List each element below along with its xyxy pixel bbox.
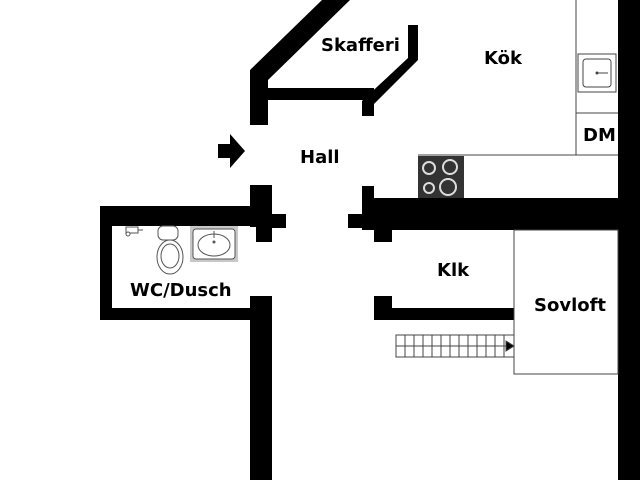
room-label-kok: Kök bbox=[484, 48, 523, 69]
walls bbox=[100, 0, 640, 480]
room-label-sovloft: Sovloft bbox=[534, 295, 606, 316]
entry-arrow-icon bbox=[218, 134, 245, 168]
right-outer-wall bbox=[618, 0, 640, 480]
room-label-hall: Hall bbox=[300, 147, 340, 168]
wc-left-wall bbox=[100, 206, 112, 320]
kitchen-bottom-wall bbox=[362, 198, 640, 230]
wc-bottom-wall bbox=[100, 308, 270, 320]
pantry-bottom-wall bbox=[268, 88, 374, 100]
closet-bottom-wall bbox=[374, 308, 514, 320]
room-label-dm: DM bbox=[583, 125, 616, 146]
loft-outline bbox=[513, 229, 619, 375]
washbasin-icon bbox=[190, 226, 238, 262]
kitchen-wall-stub bbox=[362, 186, 374, 200]
toilet-icon bbox=[156, 225, 184, 275]
kitchen-sink-icon bbox=[577, 53, 617, 93]
room-label-klk: Klk bbox=[437, 260, 470, 281]
room-label-skafferi: Skafferi bbox=[321, 35, 400, 56]
thin-lines bbox=[418, 0, 619, 375]
faucet-icon bbox=[125, 226, 143, 237]
wc-top-wall bbox=[100, 206, 256, 226]
hall-right-post bbox=[374, 214, 392, 242]
room-label-wc: WC/Dusch bbox=[130, 280, 232, 301]
pantry-outer-wall bbox=[250, 0, 350, 125]
stove-icon bbox=[418, 156, 464, 198]
hall-right-jog bbox=[348, 214, 378, 228]
pantry-back-wall bbox=[362, 25, 418, 116]
hall-left-wall-lower bbox=[250, 296, 272, 480]
hall-left-wall-post bbox=[256, 214, 272, 242]
stairs-icon bbox=[395, 334, 515, 358]
